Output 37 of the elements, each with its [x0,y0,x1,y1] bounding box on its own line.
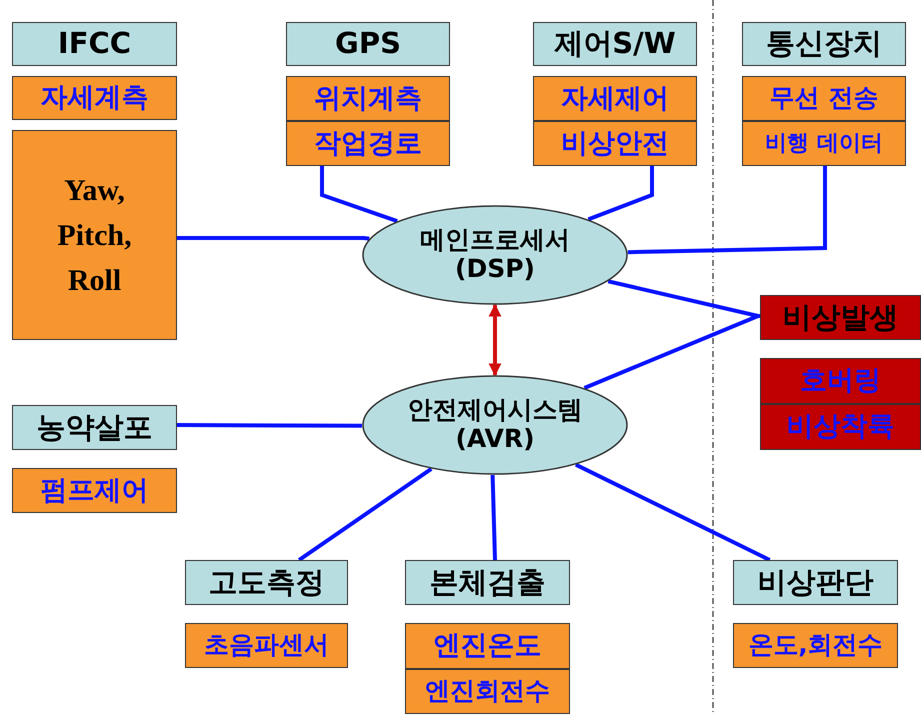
module-box: 농약살포 [12,405,177,450]
module-box: 본체검출 [405,560,570,605]
function-box: 펌프제어 [12,468,177,513]
function-box: 온도,회전수 [733,623,898,668]
connector-line [176,423,362,428]
function-box: 비행 데이터 [742,121,906,166]
connector-line [490,474,497,560]
connector-line [628,166,827,254]
alert-box: 비상발생 [760,295,921,340]
module-box: 비상판단 [733,560,898,605]
function-box: 호버링 [760,358,921,404]
function-box: 무선 전송 [742,76,906,121]
module-box: IFCC [12,22,177,66]
connector-line [177,236,370,241]
function-box: 자세제어 [533,76,697,121]
function-box: 작업경로 [286,121,450,166]
function-box: 비상안전 [533,121,697,166]
connector-line [298,467,432,562]
function-box: 자세계측 [12,76,177,120]
connector-line [588,166,654,222]
connector-line [320,166,398,223]
function-box: 위치계측 [286,76,450,121]
connector-line [584,314,760,390]
function-box: 엔진온도 [405,623,570,669]
processor-ellipse: 메인프로세서 (DSP) [362,205,628,305]
module-box: 제어S/W [533,22,697,66]
module-box: 고도측정 [185,560,348,605]
processor-ellipse: 안전제어시스템 (AVR) [362,375,628,475]
module-box: GPS [286,22,450,66]
connector-line [574,462,771,562]
module-box: 통신장치 [742,22,906,66]
function-box: Yaw, Pitch, Roll [12,130,177,340]
function-box: 초음파센서 [185,623,348,668]
connector-line [608,279,760,318]
arrow [488,304,502,376]
function-box: 엔진회전수 [405,669,570,714]
function-box: 비상착륙 [760,404,921,450]
